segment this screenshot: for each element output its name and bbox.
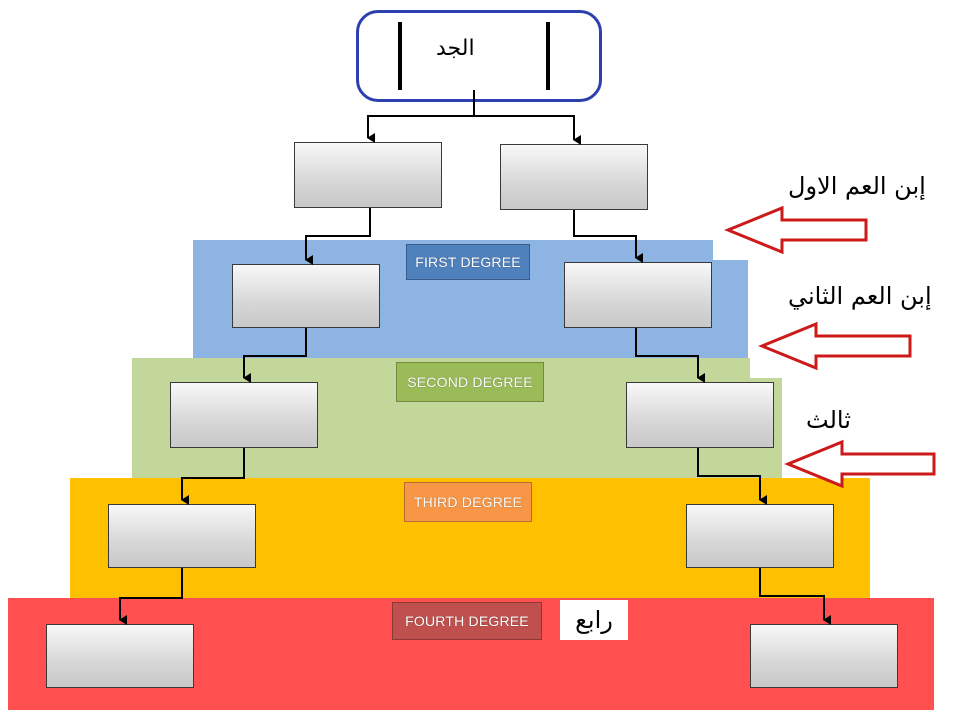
person-node-left-3	[170, 382, 318, 448]
root-inner-box	[398, 22, 550, 90]
person-node-right-1	[500, 144, 648, 210]
root-label: الجد	[436, 36, 475, 61]
first-cousin-label: إبن العم الاول	[788, 172, 926, 200]
fourth-degree-label: FOURTH DEGREE	[392, 602, 542, 640]
third-degree-side-label: ثالث	[806, 406, 851, 434]
connector-right-3-4	[697, 448, 767, 505]
connector-root-right	[474, 115, 581, 145]
person-node-left-5	[46, 624, 194, 688]
connector-right-2-3	[635, 328, 705, 383]
connector-right-4-5	[759, 568, 831, 625]
second-cousin-label: إبن العم الثاني	[788, 282, 932, 310]
fourth-degree-side-label: رابع	[560, 600, 628, 640]
person-node-right-2	[564, 262, 712, 328]
person-node-left-4	[108, 504, 256, 568]
connector-left-2-3	[243, 328, 307, 383]
pointer-arrow-third-icon	[784, 439, 936, 489]
first-degree-label: FIRST DEGREE	[406, 244, 530, 280]
connector-left-3-4	[181, 448, 245, 505]
person-node-right-4	[686, 504, 834, 568]
pointer-arrow-second-icon	[758, 321, 912, 371]
connector-right-1-2	[573, 210, 643, 263]
connector-left-1-2	[305, 208, 371, 265]
connector-root-left	[367, 90, 475, 143]
second-degree-label: SECOND DEGREE	[396, 362, 544, 402]
pointer-arrow-first-icon	[724, 205, 868, 255]
connector-left-4-5	[119, 568, 183, 625]
third-degree-label: THIRD DEGREE	[404, 482, 532, 522]
